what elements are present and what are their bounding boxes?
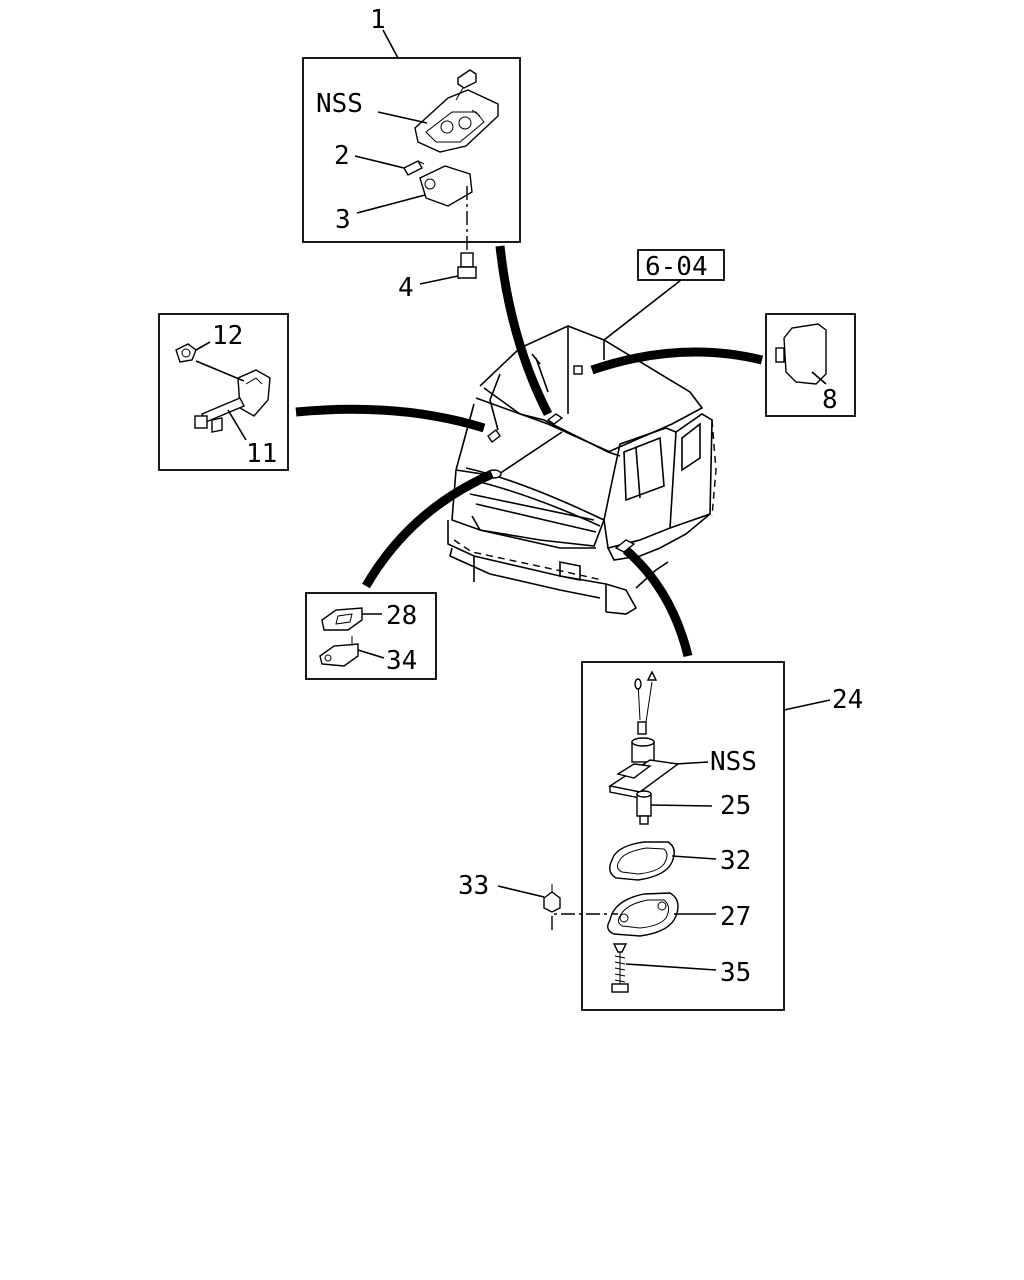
lamp-socket (608, 670, 680, 799)
cover-8 (775, 323, 827, 385)
label-item-11: 11 (246, 439, 277, 469)
door-switch-marker (487, 428, 501, 444)
door-switch-11 (194, 369, 271, 433)
label-item-4: 4 (398, 273, 414, 303)
truck-cab-illustration (447, 325, 717, 615)
label-nss-side: NSS (710, 747, 757, 777)
screw-35 (611, 943, 629, 993)
label-nss-top: NSS (316, 89, 363, 119)
part-34 (319, 636, 359, 667)
box-side-lamp (551, 661, 831, 1011)
screw-4 (457, 252, 477, 279)
leader-room-lamp (495, 245, 553, 417)
side-lamp-marker (614, 539, 636, 553)
label-item-24: 24 (832, 685, 863, 715)
bulb-25 (636, 790, 652, 825)
label-item-27: 27 (720, 902, 751, 932)
label-item-1: 1 (370, 5, 386, 35)
leader-door-switch (295, 404, 486, 433)
box-cover (765, 313, 856, 417)
leader-side-lamp (623, 546, 693, 658)
label-item-2: 2 (334, 141, 350, 171)
leader-cover (590, 347, 764, 375)
clip-33 (543, 884, 561, 913)
label-item-32: 32 (720, 846, 751, 876)
clip-12 (175, 343, 197, 363)
gasket-32 (609, 841, 675, 881)
label-item-35: 35 (720, 958, 751, 988)
cover-mount-marker (573, 365, 583, 375)
leader-small-parts (362, 469, 494, 589)
room-lamp-marker (546, 413, 564, 425)
label-item-8: 8 (822, 385, 838, 415)
bulb-2 (403, 160, 425, 176)
part-28 (321, 607, 363, 631)
label-item-33: 33 (458, 871, 489, 901)
label-ref-6-04: 6-04 (645, 252, 708, 282)
label-item-34: 34 (386, 646, 417, 676)
reference-6-04 (603, 249, 725, 341)
box-small-parts (305, 592, 437, 680)
lens-3 (419, 165, 473, 207)
box-door-switch (158, 313, 289, 471)
lens-27 (607, 892, 679, 937)
label-item-3: 3 (335, 205, 351, 235)
label-item-12: 12 (212, 321, 243, 351)
label-item-28: 28 (386, 601, 417, 631)
label-item-25: 25 (720, 791, 751, 821)
box-room-lamp (302, 29, 521, 285)
room-lamp-housing (414, 69, 499, 153)
